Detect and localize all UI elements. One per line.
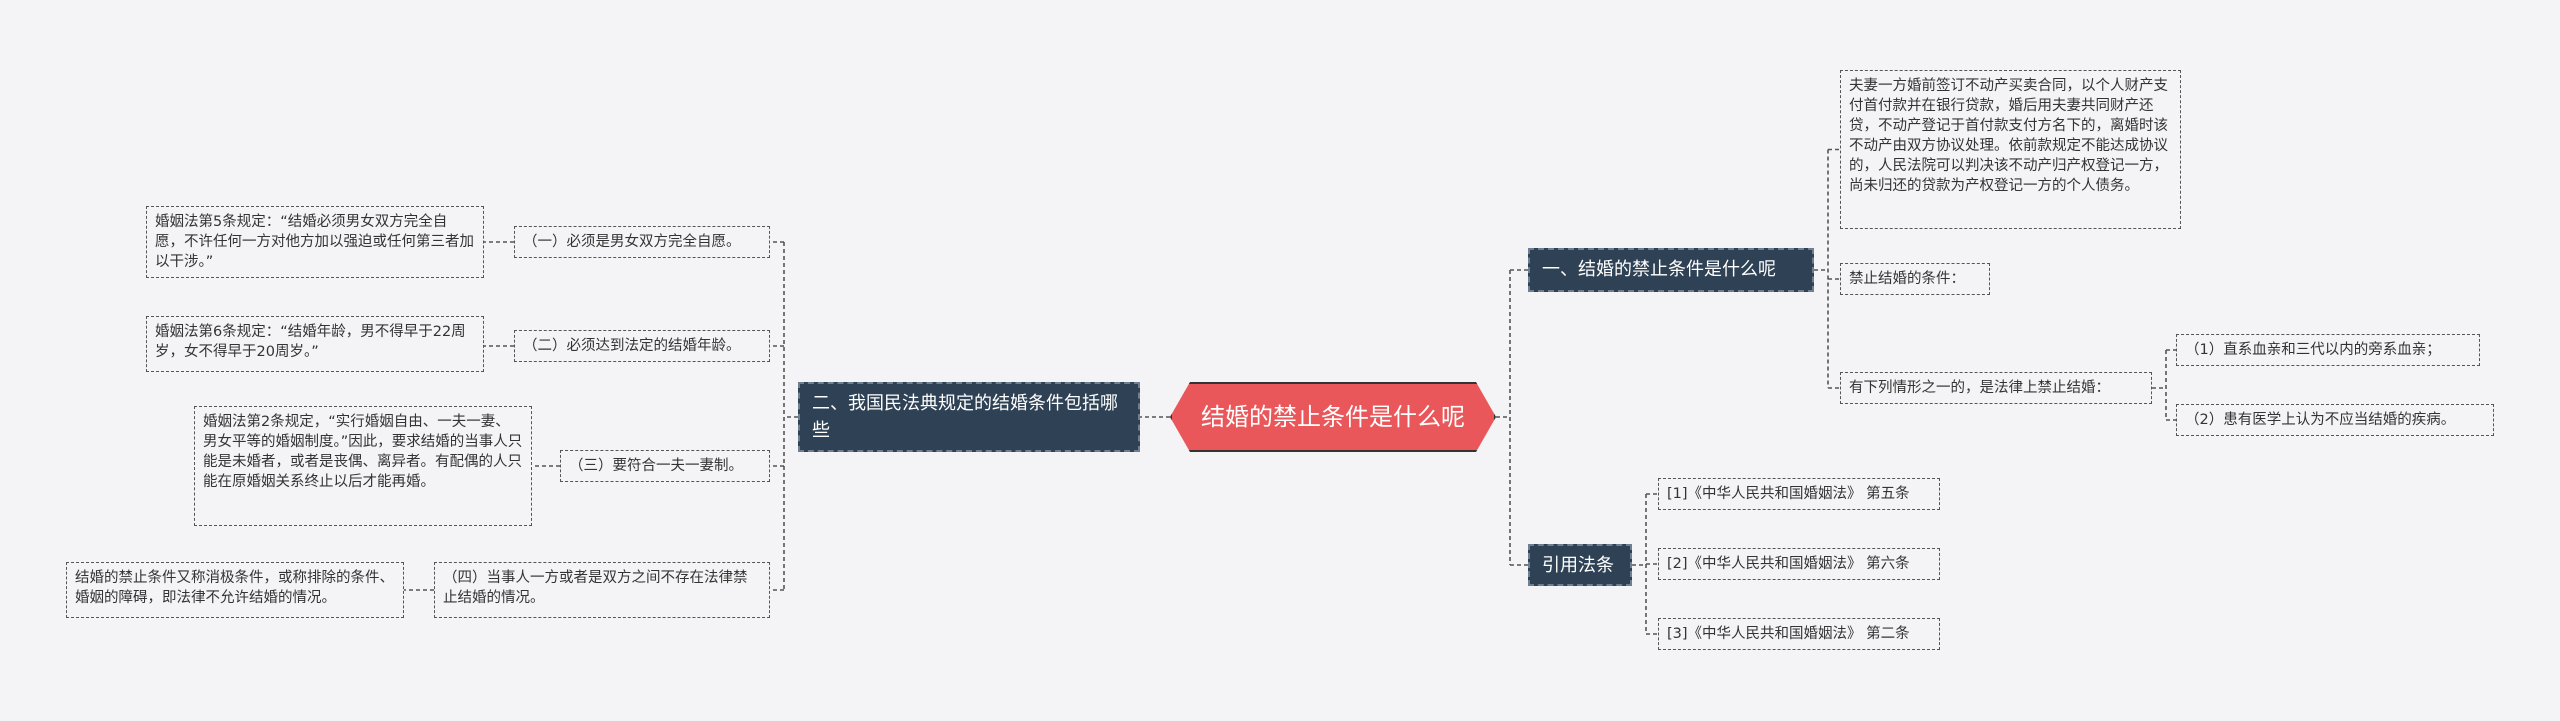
condition-legal-age[interactable]: （二）必须达到法定的结婚年龄。 (514, 330, 770, 362)
cited-article-1[interactable]: [1]《中华人民共和国婚姻法》 第五条 (1658, 478, 1940, 510)
condition-legal-age-detail[interactable]: 婚姻法第6条规定：“结婚年龄，男不得早于22周岁，女不得早于20周岁。” (146, 316, 484, 372)
cited-article-3[interactable]: [3]《中华人民共和国婚姻法》 第二条 (1658, 618, 1940, 650)
root-topic-label: 结婚的禁止条件是什么呢 (1201, 403, 1465, 431)
branch-label: 引用法条 (1542, 555, 1614, 576)
branch-marriage-prohibitions[interactable]: 一、结婚的禁止条件是什么呢 (1528, 248, 1814, 292)
forbidden-item-text: （1）直系血亲和三代以内的旁系血亲； (2185, 342, 2441, 358)
detail-text: 婚姻法第2条规定，“实行婚姻自由、一夫一妻、男女平等的婚姻制度。”因此，要求结婚… (203, 414, 523, 490)
condition-text: （二）必须达到法定的结婚年龄。 (523, 338, 741, 354)
condition-monogamy-detail[interactable]: 婚姻法第2条规定，“实行婚姻自由、一夫一妻、男女平等的婚姻制度。”因此，要求结婚… (194, 406, 532, 526)
cited-article-text: [2]《中华人民共和国婚姻法》 第六条 (1667, 556, 1910, 572)
condition-no-prohibition-detail[interactable]: 结婚的禁止条件又称消极条件，或称排除的条件、婚姻的障碍，即法律不允许结婚的情况。 (66, 562, 404, 618)
condition-monogamy[interactable]: （三）要符合一夫一妻制。 (560, 450, 770, 482)
forbidden-cases-label[interactable]: 有下列情形之一的，是法律上禁止结婚： (1840, 372, 2152, 404)
detail-text: 婚姻法第5条规定：“结婚必须男女双方完全自愿，不许任何一方对他方加以强迫或任何第… (155, 214, 474, 270)
cited-article-2[interactable]: [2]《中华人民共和国婚姻法》 第六条 (1658, 548, 1940, 580)
detail-text: 婚姻法第6条规定：“结婚年龄，男不得早于22周岁，女不得早于20周岁。” (155, 324, 466, 360)
forbidden-item-text: （2）患有医学上认为不应当结婚的疾病。 (2185, 412, 2456, 428)
mortgage-property-note[interactable]: 夫妻一方婚前签订不动产买卖合同，以个人财产支付首付款并在银行贷款，婚后用夫妻共同… (1840, 70, 2181, 229)
cited-article-text: [3]《中华人民共和国婚姻法》 第二条 (1667, 626, 1910, 642)
note-text: 夫妻一方婚前签订不动产买卖合同，以个人财产支付首付款并在银行贷款，婚后用夫妻共同… (1849, 78, 2168, 194)
condition-text: （三）要符合一夫一妻制。 (569, 458, 743, 474)
conditions-text: 禁止结婚的条件： (1849, 271, 1965, 287)
condition-voluntary[interactable]: （一）必须是男女双方完全自愿。 (514, 226, 770, 258)
prohibition-conditions-label[interactable]: 禁止结婚的条件： (1840, 263, 1990, 295)
detail-text: 结婚的禁止条件又称消极条件，或称排除的条件、婚姻的障碍，即法律不允许结婚的情况。 (75, 570, 394, 606)
forbidden-text: 有下列情形之一的，是法律上禁止结婚： (1849, 380, 2110, 396)
forbidden-item-blood-relatives[interactable]: （1）直系血亲和三代以内的旁系血亲； (2176, 334, 2480, 366)
condition-text: （一）必须是男女双方完全自愿。 (523, 234, 741, 250)
condition-text: （四）当事人一方或者是双方之间不存在法律禁止结婚的情况。 (443, 570, 748, 606)
branch-label: 一、结婚的禁止条件是什么呢 (1542, 259, 1776, 280)
branch-label: 二、我国民法典规定的结婚条件包括哪些 (812, 393, 1118, 441)
condition-no-prohibition[interactable]: （四）当事人一方或者是双方之间不存在法律禁止结婚的情况。 (434, 562, 770, 618)
branch-marriage-conditions[interactable]: 二、我国民法典规定的结婚条件包括哪些 (798, 382, 1140, 452)
cited-article-text: [1]《中华人民共和国婚姻法》 第五条 (1667, 486, 1910, 502)
condition-voluntary-detail[interactable]: 婚姻法第5条规定：“结婚必须男女双方完全自愿，不许任何一方对他方加以强迫或任何第… (146, 206, 484, 278)
branch-cited-articles[interactable]: 引用法条 (1528, 544, 1632, 586)
root-topic[interactable]: 结婚的禁止条件是什么呢 (1170, 382, 1496, 452)
forbidden-item-disease[interactable]: （2）患有医学上认为不应当结婚的疾病。 (2176, 404, 2494, 436)
